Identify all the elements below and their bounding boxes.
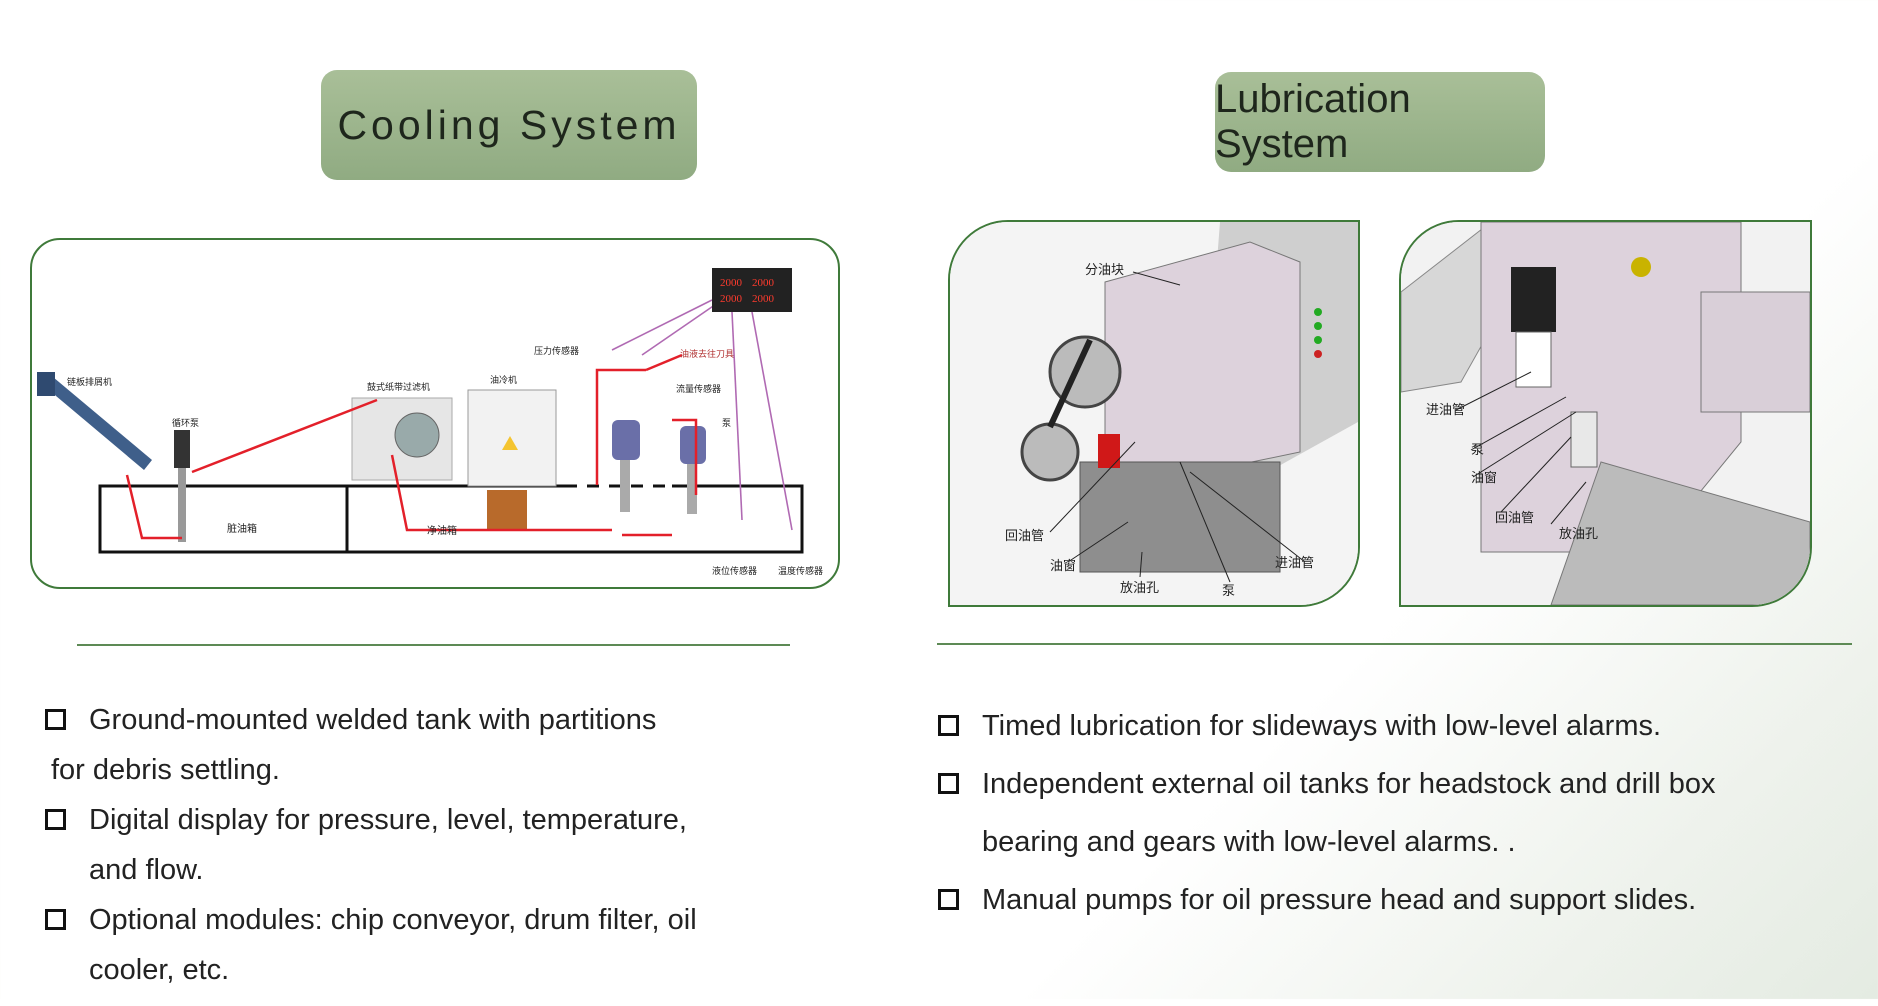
headstock-housing bbox=[1104, 241, 1301, 483]
oil-tank bbox=[1079, 461, 1281, 573]
display-readout-4: 2000 bbox=[752, 293, 775, 305]
display-readout-2: 2000 bbox=[752, 277, 775, 289]
lubrication-headstock-image: 分油块 回油管 油窗 放油孔 泵 进油管 bbox=[948, 220, 1360, 607]
lubrication-bullet-list: Timed lubrication for slideways with low… bbox=[938, 712, 1716, 944]
label-inlet-pipe: 进油管 bbox=[1275, 556, 1314, 571]
label-pump: 泵 bbox=[1222, 584, 1235, 599]
oil-cooler bbox=[467, 389, 557, 487]
list-item-continuation: for debris settling. bbox=[51, 754, 280, 786]
chip-conveyor bbox=[37, 372, 152, 470]
label-temp-sensor: 温度传感器 bbox=[778, 565, 823, 576]
list-item: Timed lubrication for slideways with low… bbox=[938, 712, 1716, 770]
circulation-pump bbox=[174, 430, 190, 468]
checkbox-icon bbox=[938, 773, 959, 794]
lubrication-system-title: Lubrication System bbox=[1215, 72, 1545, 172]
label-pump: 泵 bbox=[722, 418, 731, 428]
headstock-drawing: 分油块 回油管 油窗 放油孔 泵 进油管 bbox=[950, 222, 1358, 605]
label-return-pipe-2: 回油管 bbox=[1495, 511, 1534, 526]
label-drain-hole-2: 放油孔 bbox=[1559, 527, 1598, 542]
label-distributor: 分油块 bbox=[1085, 263, 1124, 278]
label-clean-tank: 净油箱 bbox=[427, 524, 457, 537]
checkbox-icon bbox=[938, 715, 959, 736]
label-drum-filter: 鼓式纸带过滤机 bbox=[367, 381, 430, 392]
checkbox-icon bbox=[45, 809, 66, 830]
motor-block bbox=[1700, 291, 1810, 413]
red-oil-cup bbox=[1098, 434, 1120, 468]
label-circ-pump: 循环泵 bbox=[172, 417, 199, 428]
list-item: Digital display for pressure, level, tem… bbox=[45, 806, 697, 856]
label-oil-window-2: 油窗 bbox=[1471, 470, 1497, 486]
cooling-divider bbox=[77, 644, 790, 646]
cooling-bullet-list: Ground-mounted welded tank with partitio… bbox=[45, 706, 697, 1006]
list-item: Independent external oil tanks for heads… bbox=[938, 770, 1716, 828]
cooling-diagram: 2000 2000 2000 2000 链板排屑机 循环泵 鼓式纸带过滤机 油冷… bbox=[30, 238, 840, 589]
cooling-system-title: Cooling System bbox=[321, 70, 697, 180]
label-oil-cooler: 油冷机 bbox=[490, 374, 517, 385]
slide-rail bbox=[1550, 461, 1810, 605]
pump-motor-1 bbox=[612, 420, 640, 460]
list-item-continuation: and flow. bbox=[89, 854, 204, 886]
label-level-sensor: 液位传感器 bbox=[712, 565, 757, 576]
label-return-pipe: 回油管 bbox=[1005, 529, 1044, 544]
display-readout-3: 2000 bbox=[720, 293, 743, 305]
tank-outline bbox=[98, 484, 804, 554]
list-item-continuation: cooler, etc. bbox=[89, 954, 230, 986]
cooler-coil bbox=[487, 490, 527, 530]
label-oil-window: 油窗 bbox=[1050, 558, 1076, 574]
yellow-cap bbox=[1631, 257, 1651, 277]
label-dirty-tank: 脏油箱 bbox=[227, 522, 257, 535]
lubrication-drillbox-image: 进油管 泵 油窗 回油管 放油孔 bbox=[1399, 220, 1812, 607]
list-item-continuation: bearing and gears with low-level alarms.… bbox=[982, 826, 1516, 858]
pulley-small bbox=[1020, 422, 1080, 482]
list-item: Ground-mounted welded tank with partitio… bbox=[45, 706, 697, 756]
cooling-diagram-drawing: 2000 2000 2000 2000 链板排屑机 循环泵 鼓式纸带过滤机 油冷… bbox=[37, 268, 823, 576]
label-pump-2: 泵 bbox=[1471, 443, 1484, 458]
checkbox-icon bbox=[938, 889, 959, 910]
lubrication-divider bbox=[937, 643, 1852, 645]
label-flow-sensor: 流量传感器 bbox=[676, 383, 721, 394]
label-inlet-pipe-2: 进油管 bbox=[1426, 403, 1465, 418]
label-chip-conveyor: 链板排屑机 bbox=[67, 376, 112, 387]
checkbox-icon bbox=[45, 709, 66, 730]
coolant-flow-lines bbox=[125, 353, 698, 540]
label-pressure-sensor: 压力传感器 bbox=[534, 345, 579, 356]
digital-display bbox=[712, 268, 792, 312]
display-readout-1: 2000 bbox=[720, 277, 743, 289]
pump-motor-2 bbox=[680, 426, 706, 464]
list-item: Manual pumps for oil pressure head and s… bbox=[938, 886, 1716, 944]
label-drain-hole: 放油孔 bbox=[1120, 581, 1159, 596]
list-item: Optional modules: chip conveyor, drum fi… bbox=[45, 906, 697, 956]
drillbox-drawing: 进油管 泵 油窗 回油管 放油孔 bbox=[1401, 222, 1810, 605]
sensor-wires bbox=[611, 299, 793, 531]
black-motor bbox=[1511, 267, 1556, 332]
checkbox-icon bbox=[45, 909, 66, 930]
label-to-tool: 油液去往刀具 bbox=[680, 348, 734, 359]
